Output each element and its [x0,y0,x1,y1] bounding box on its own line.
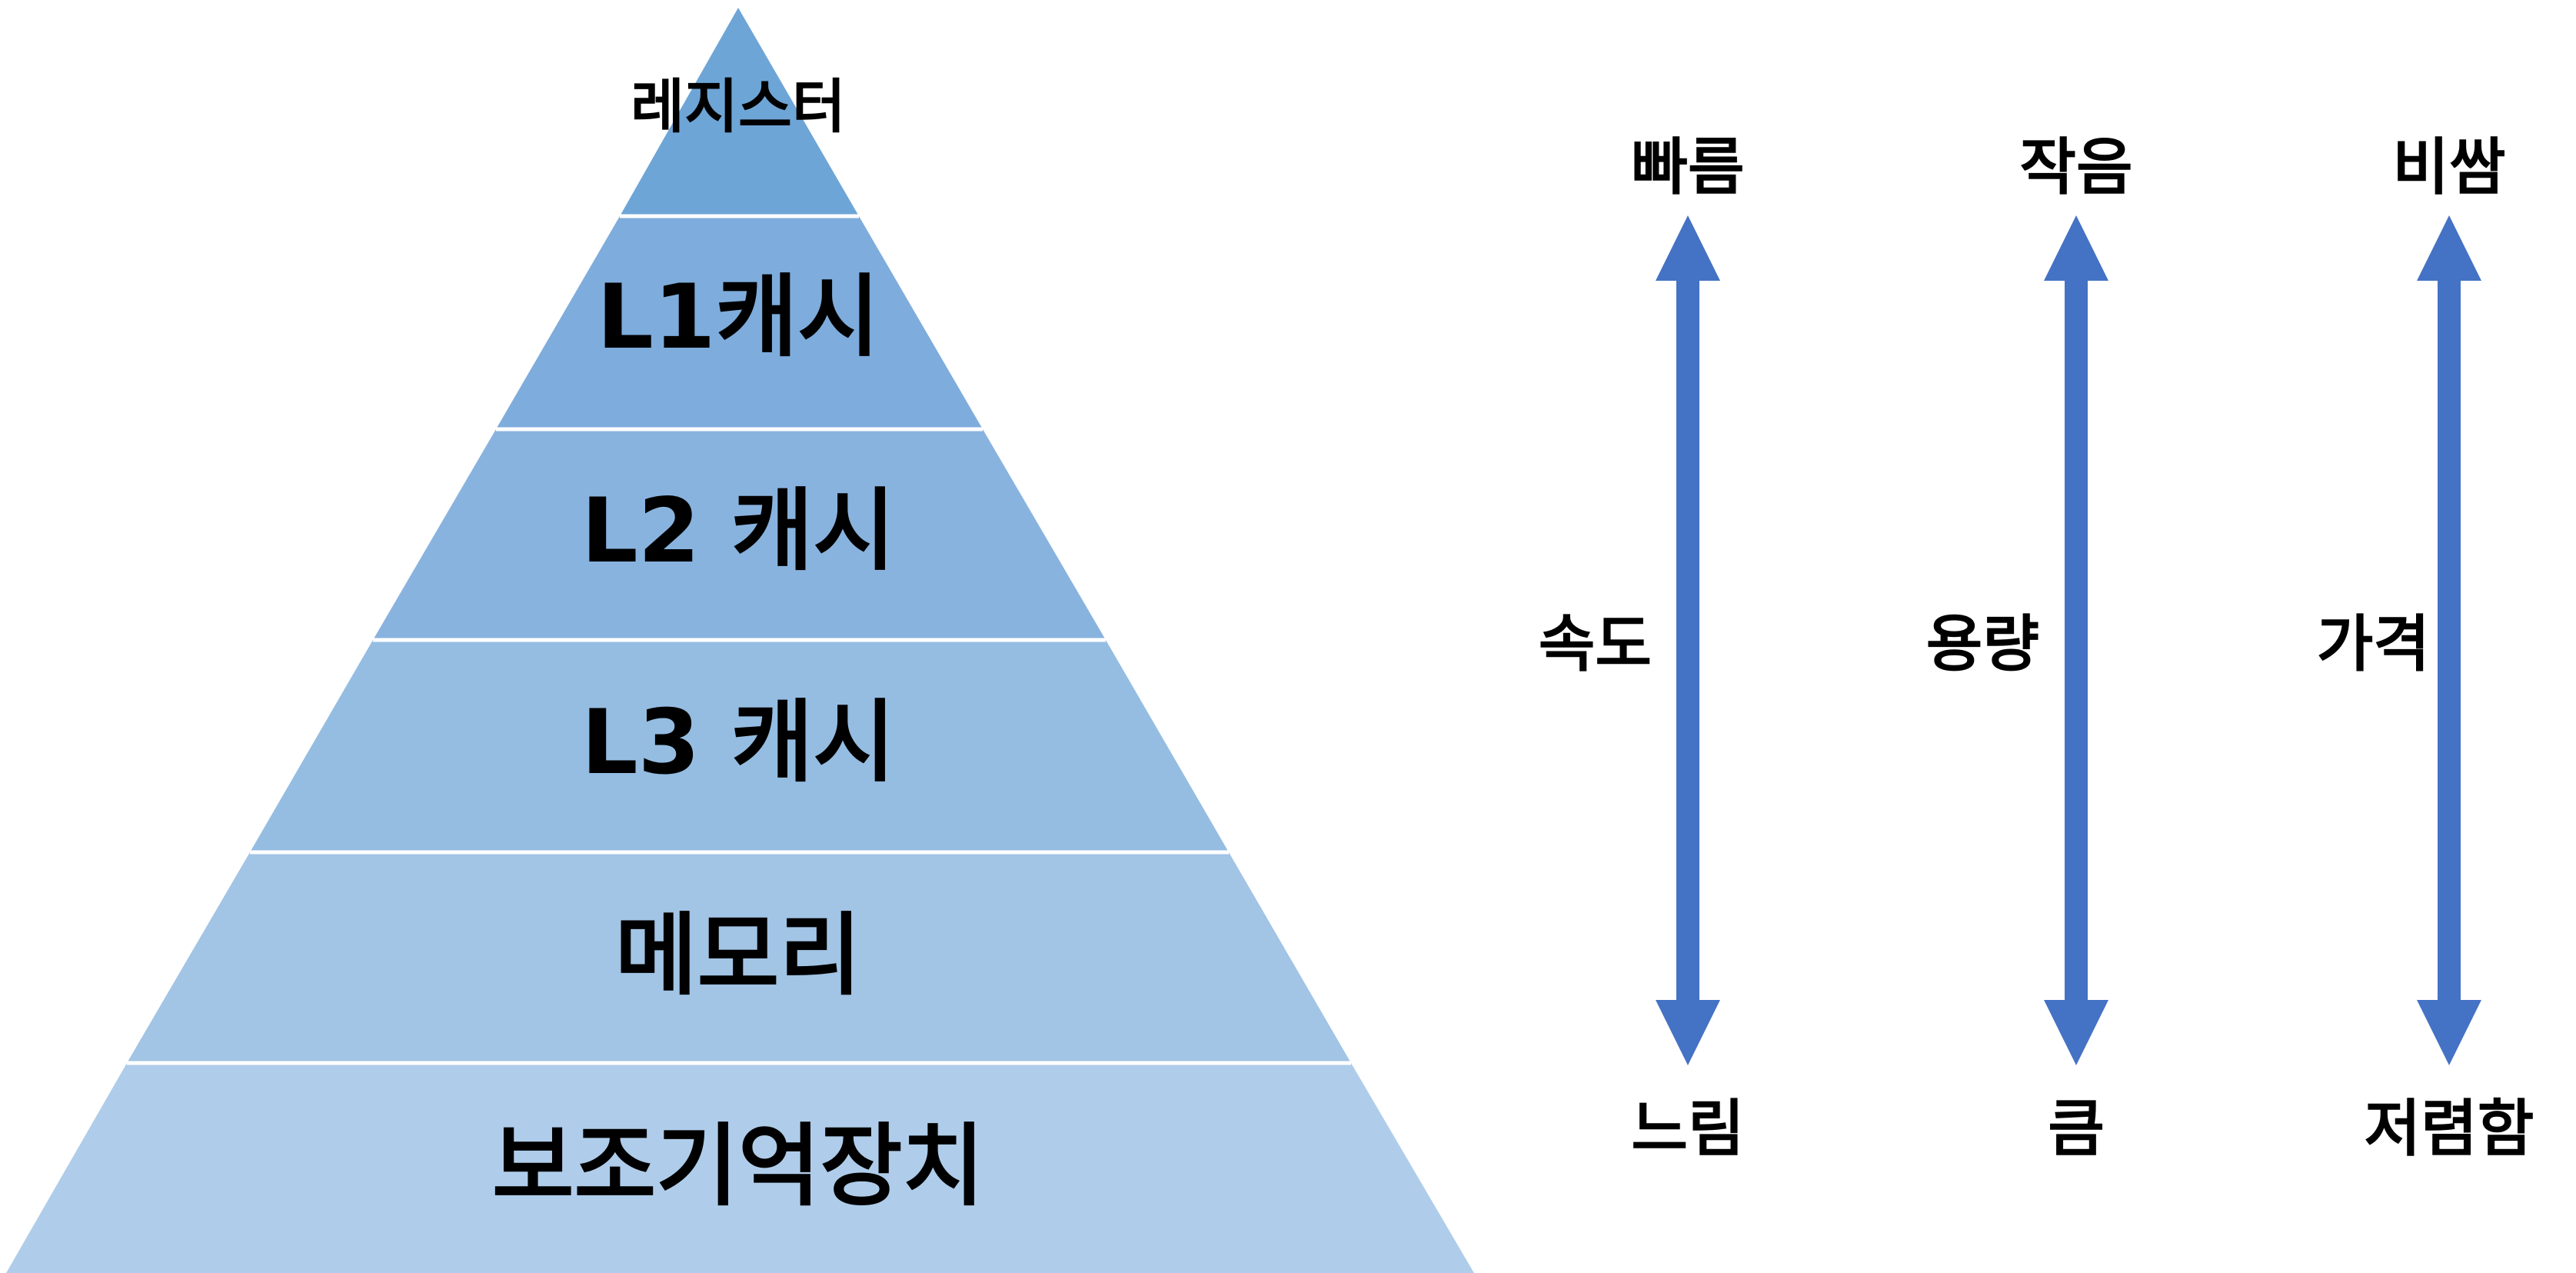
axis-price-middle-label: 가격 [2317,608,2430,680]
arrow-up-head [2417,215,2481,281]
arrow-up-head [1656,215,1720,281]
pyramid-layer-l2-cache [373,429,1106,640]
arrow-up-head [2044,215,2108,281]
arrow-shaft [2065,277,2088,1004]
pyramid-layer-memory [127,852,1351,1063]
layer-label-memory: 메모리 [615,904,861,1008]
axis-price-bottom-label: 저렴함 [2365,1093,2534,1165]
axis-speed: 빠름 속도 느림 [1539,132,1745,1165]
axis-speed-bottom-label: 느림 [1631,1093,1744,1165]
arrow-shaft [2438,277,2461,1004]
pyramid-layer-l1-cache [496,216,983,429]
layer-label-register: 레지스터 [631,72,846,141]
axis-speed-top-label: 빠름 [1631,132,1744,203]
arrow-down-head [1656,1000,1720,1065]
arrow-shaft [1676,277,1699,1004]
pyramid-layer-register [620,8,859,216]
pyramid-layer-storage [6,1063,1474,1273]
layer-label-l3-cache: L3 캐시 [581,691,895,795]
layer-label-l1-cache: L1캐시 [597,265,880,369]
axis-price-top-label: 비쌈 [2392,132,2505,203]
layer-label-l2-cache: L2 캐시 [581,479,895,583]
arrow-down-head [2417,1000,2481,1065]
layer-label-storage: 보조기억장치 [492,1115,984,1218]
pyramid-layer-l3-cache [250,640,1229,852]
axis-capacity: 작음 용량 큼 [1926,132,2133,1165]
arrow-down-head [2044,1000,2108,1065]
memory-pyramid: 레지스터 L1캐시 L2 캐시 L3 캐시 메모리 보조기억장치 [6,8,1474,1273]
axis-speed-middle-label: 속도 [1539,608,1652,680]
axis-price: 비쌈 가격 저렴함 [2317,132,2534,1165]
axis-capacity-top-label: 작음 [2019,132,2132,203]
axis-capacity-middle-label: 용량 [1926,608,2039,680]
axis-capacity-bottom-label: 큼 [2048,1093,2105,1165]
